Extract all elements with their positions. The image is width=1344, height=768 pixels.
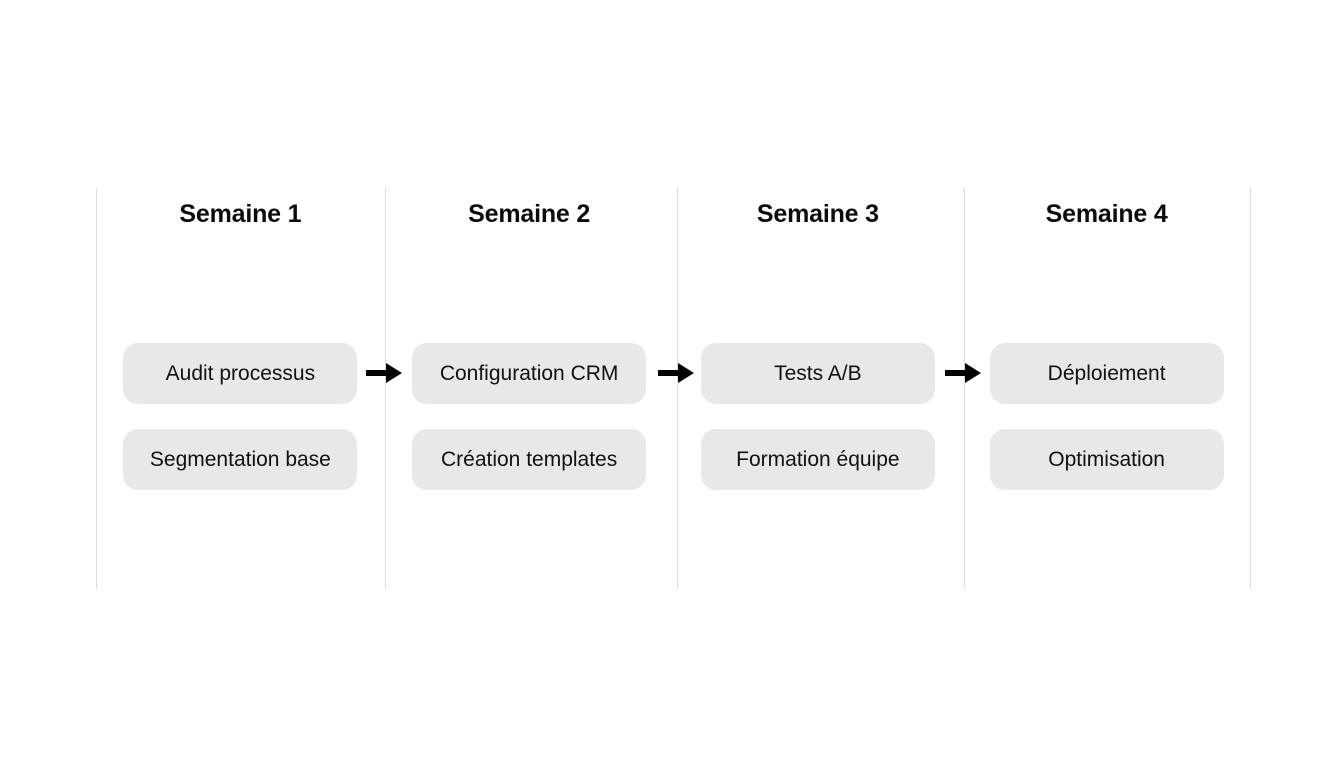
timeline-column-semaine-4: Semaine 4 Déploiement Optimisation [962,188,1251,589]
timeline-column-semaine-2: Semaine 2 Configuration CRM Création tem… [385,188,674,589]
timeline-column-semaine-3: Semaine 3 Tests A/B Formation équipe [674,188,963,589]
column-title: Semaine 2 [468,200,591,228]
task-pill[interactable]: Tests A/B [700,343,935,404]
task-list: Tests A/B Formation équipe [674,343,963,490]
arrow-right-icon [942,358,986,388]
timeline-column-semaine-1: Semaine 1 Audit processus Segmentation b… [96,188,385,589]
task-pill[interactable]: Formation équipe [700,429,935,490]
task-list: Audit processus Segmentation base [96,343,385,490]
column-divider-1 [385,188,386,589]
task-list: Configuration CRM Création templates [385,343,674,490]
task-pill[interactable]: Création templates [412,429,647,490]
task-list: Déploiement Optimisation [962,343,1251,490]
column-divider-4 [1250,188,1251,589]
column-title: Semaine 4 [1045,200,1168,228]
timeline-columns: Semaine 1 Audit processus Segmentation b… [96,188,1251,589]
task-pill[interactable]: Segmentation base [123,429,358,490]
column-divider-3 [964,188,965,589]
column-title: Semaine 1 [179,200,302,228]
task-pill[interactable]: Configuration CRM [412,343,647,404]
task-pill[interactable]: Optimisation [989,429,1224,490]
task-pill[interactable]: Déploiement [989,343,1224,404]
arrow-right-icon [363,358,407,388]
column-divider-0 [96,188,97,589]
arrow-right-icon [655,358,699,388]
column-divider-2 [677,188,678,589]
column-title: Semaine 3 [756,200,879,228]
task-pill[interactable]: Audit processus [123,343,358,404]
